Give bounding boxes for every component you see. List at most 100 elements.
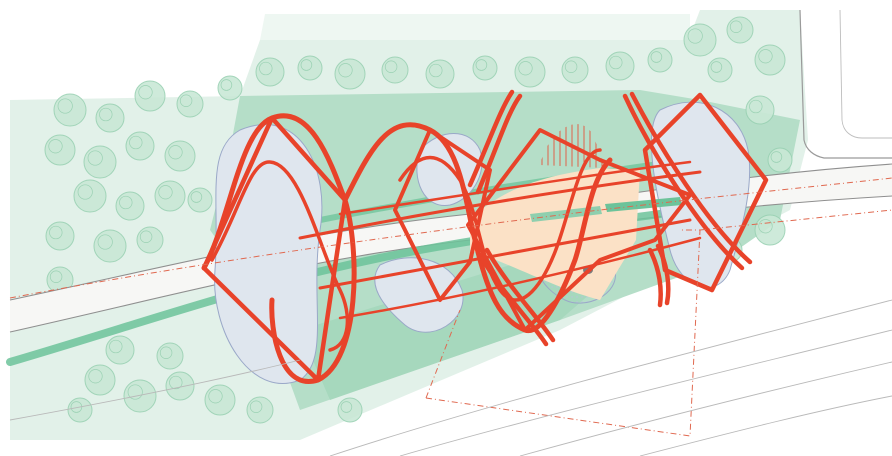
tree-canopy-icon (605, 51, 635, 81)
tree-canopy-icon (134, 80, 166, 112)
tree-canopy-detail (77, 184, 93, 200)
tree-canopy-detail (88, 369, 103, 384)
parcel-notch (260, 14, 690, 40)
tree-canopy-detail (300, 59, 313, 71)
survey-line-main (9, 177, 892, 299)
tree-canopy-icon (255, 57, 285, 87)
central-plaza (470, 168, 640, 300)
tree-canopy-icon (754, 44, 786, 76)
tree-canopy-icon (472, 55, 498, 81)
tree-canopy-detail (687, 28, 703, 44)
tree-canopy-detail (220, 79, 233, 91)
tree-canopy-detail (169, 375, 183, 390)
road-line-4 (639, 395, 892, 456)
tree-canopy-icon (767, 147, 793, 173)
tree-canopy-detail (158, 185, 173, 200)
tree-canopy-icon (115, 191, 145, 221)
tree-canopy-icon (44, 134, 76, 166)
tree-canopy-icon (67, 397, 93, 423)
tree-canopy-detail (518, 61, 533, 76)
tree-canopy-icon (154, 180, 186, 212)
tree-canopy-icon (561, 56, 589, 84)
tree-canopy-detail (384, 60, 398, 73)
ribbon-wave-inner (210, 148, 602, 352)
lawn-shade (300, 262, 620, 400)
tree-canopy-detail (49, 225, 63, 240)
ribbon-diamond-centre (393, 128, 492, 302)
tree-canopy-detail (49, 270, 63, 283)
tree-canopy-icon (164, 140, 196, 172)
tree-canopy-detail (340, 401, 353, 413)
tree-canopy-detail (179, 94, 193, 107)
road-line-west (9, 359, 301, 421)
tree-canopy-detail (749, 99, 763, 114)
tree-canopy-icon (754, 214, 786, 246)
road-line-2 (399, 329, 892, 456)
survey-lines (9, 177, 892, 437)
pond-centre-south (374, 257, 464, 333)
road-curb-east-2 (839, 9, 892, 139)
tree-canopy-detail (97, 234, 113, 250)
tree-canopy-detail (159, 346, 173, 359)
tree-canopy-icon (246, 396, 274, 424)
ribbon-rail-north-2 (338, 160, 692, 216)
tree-canopy-detail (99, 107, 113, 122)
red-ribbon-structure (201, 89, 769, 384)
tree-canopy-detail (564, 60, 578, 73)
tree-canopy-detail (475, 59, 488, 71)
tree-canopy-detail (57, 98, 73, 114)
tree-canopy-detail (138, 85, 153, 100)
road-line-1 (329, 299, 892, 456)
tree-canopy-icon (514, 56, 546, 88)
tree-canopy-icon (425, 59, 455, 89)
tree-canopy-icon (726, 16, 754, 44)
ribbon-arch-north (467, 89, 523, 195)
tree-canopy-detail (119, 195, 133, 210)
tree-canopy-icon (105, 335, 135, 365)
tree-canopy-detail (758, 219, 773, 234)
tree-canopy-detail (109, 339, 123, 354)
tree-canopy-detail (127, 384, 143, 400)
survey-line-northeast (699, 209, 892, 231)
tree-canopy-icon (53, 93, 87, 127)
tree-canopy-detail (758, 49, 773, 64)
tree-canopy-icon (156, 342, 184, 370)
tree-canopy-detail (139, 230, 153, 243)
tree-canopy-detail (770, 151, 783, 163)
tree-canopy-detail (429, 63, 443, 78)
tree-canopy-icon (165, 371, 195, 401)
tree-canopy-detail (338, 63, 353, 78)
tree-canopy-icon (176, 90, 204, 118)
tree-canopy-detail (609, 55, 623, 70)
pond-east (650, 101, 751, 288)
tree-canopy-icon (83, 145, 117, 179)
ribbon-diamond-west (201, 115, 348, 383)
ribbon-arch-south (477, 247, 556, 347)
tree-canopy-icon (683, 23, 717, 57)
road-line-3 (519, 361, 892, 456)
tree-canopy-icon (204, 384, 236, 416)
ribbon-rail-south (318, 218, 692, 290)
survey-line-plot (425, 229, 701, 437)
tree-canopy-icon (136, 226, 164, 254)
tree-canopy-icon (337, 397, 363, 423)
tree-canopy-icon (217, 75, 243, 101)
tree-canopy-detail (710, 61, 723, 73)
ribbon-arch-southeast (647, 243, 671, 308)
tree-canopy-detail (259, 61, 273, 76)
tree-canopy-icon (123, 379, 157, 413)
road-curb-east (799, 9, 892, 159)
tree-canopy-detail (650, 51, 663, 63)
tree-canopy-icon (73, 179, 107, 213)
tree-canopy-icon (93, 229, 127, 263)
tree-canopy-icon (125, 131, 155, 161)
tree-canopy-icon (381, 56, 409, 84)
ribbon-rail-south-2 (338, 236, 702, 320)
tree-canopy-detail (249, 400, 263, 413)
tree-canopy-icon (745, 95, 775, 125)
tree-canopy-icon (45, 221, 75, 251)
tree-canopy-icon (297, 55, 323, 81)
tree-canopy-detail (729, 20, 743, 33)
tree-canopy-icon (647, 47, 673, 73)
